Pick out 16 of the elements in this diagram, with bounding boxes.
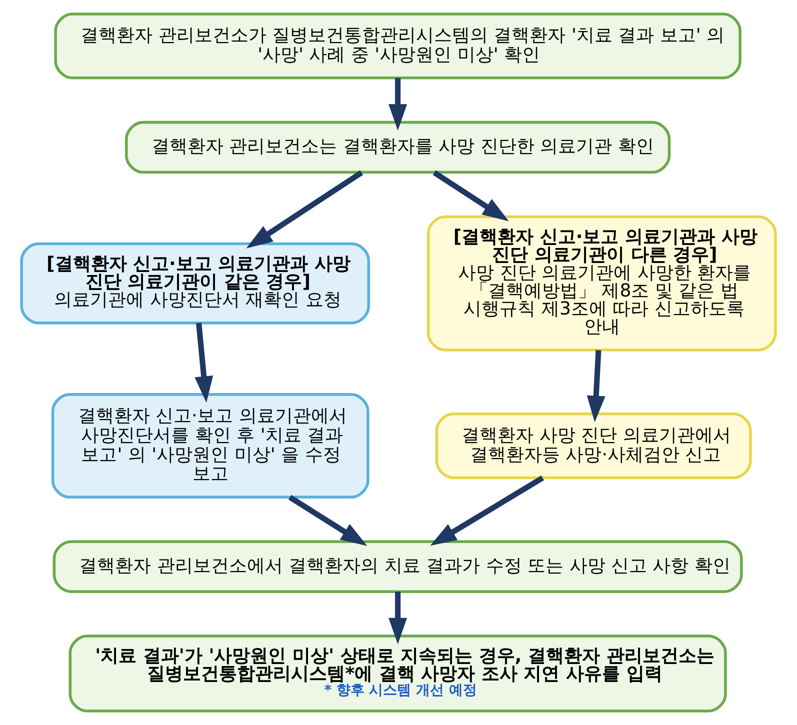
node-box: [결핵환자 신고·보고 의료기관과 사망 진단 의료기관이 같은 경우] 의료기관에 사망진단서 재확인 요청 — [20, 242, 370, 324]
arrow — [246, 170, 364, 248]
arrow — [430, 476, 544, 546]
arrow — [388, 78, 408, 131]
node-box: 결핵환자 사망 진단 의료기관에서 결핵환자등 사망·사체검안 신고 — [435, 412, 752, 480]
arrow — [586, 350, 606, 422]
node-box: 결핵환자 관리보건소는 결핵환자를 사망 진단한 의료기관 확인 — [124, 120, 671, 174]
node-box: '치료 결과'가 '사망원인 미상' 상태로 지속되는 경우, 결핵환자 관리보건소는 질병보건통합관리시스템*에 결핵 사망자 조사 지연 사유를 입력 * 향후 시스템 개선 예정 — [68, 634, 727, 712]
arrow — [432, 170, 509, 222]
arrow — [194, 322, 214, 403]
node-box: [결핵환자 신고·보고 의료기관과 사망 진단 의료기관이 다른 경우] 사망 진단 의료기관에 사망한 환자를 「결핵예방법」 제8조 및 같은 법 시행규칙 제3조에 따라 신고하도록 안내 — [426, 215, 777, 352]
node-box: 결핵환자 관리보건소가 질병보건통합관리시스템의 결핵환자 '치료 결과 보고' 의 '사망' 사례 중 '사망원인 미상' 확인 — [54, 12, 742, 80]
node-box: 결핵환자 관리보건소에서 결핵환자의 치료 결과가 수정 또는 사망 신고 사항 확인 — [52, 540, 743, 593]
arrow — [388, 592, 408, 644]
node-box: 결핵환자 신고·보고 의료기관에서 사망진단서를 확인 후 '치료 결과 보고' 의 '사망원인 미상' 을 수정 보고 — [51, 393, 370, 499]
arrow — [288, 494, 368, 546]
